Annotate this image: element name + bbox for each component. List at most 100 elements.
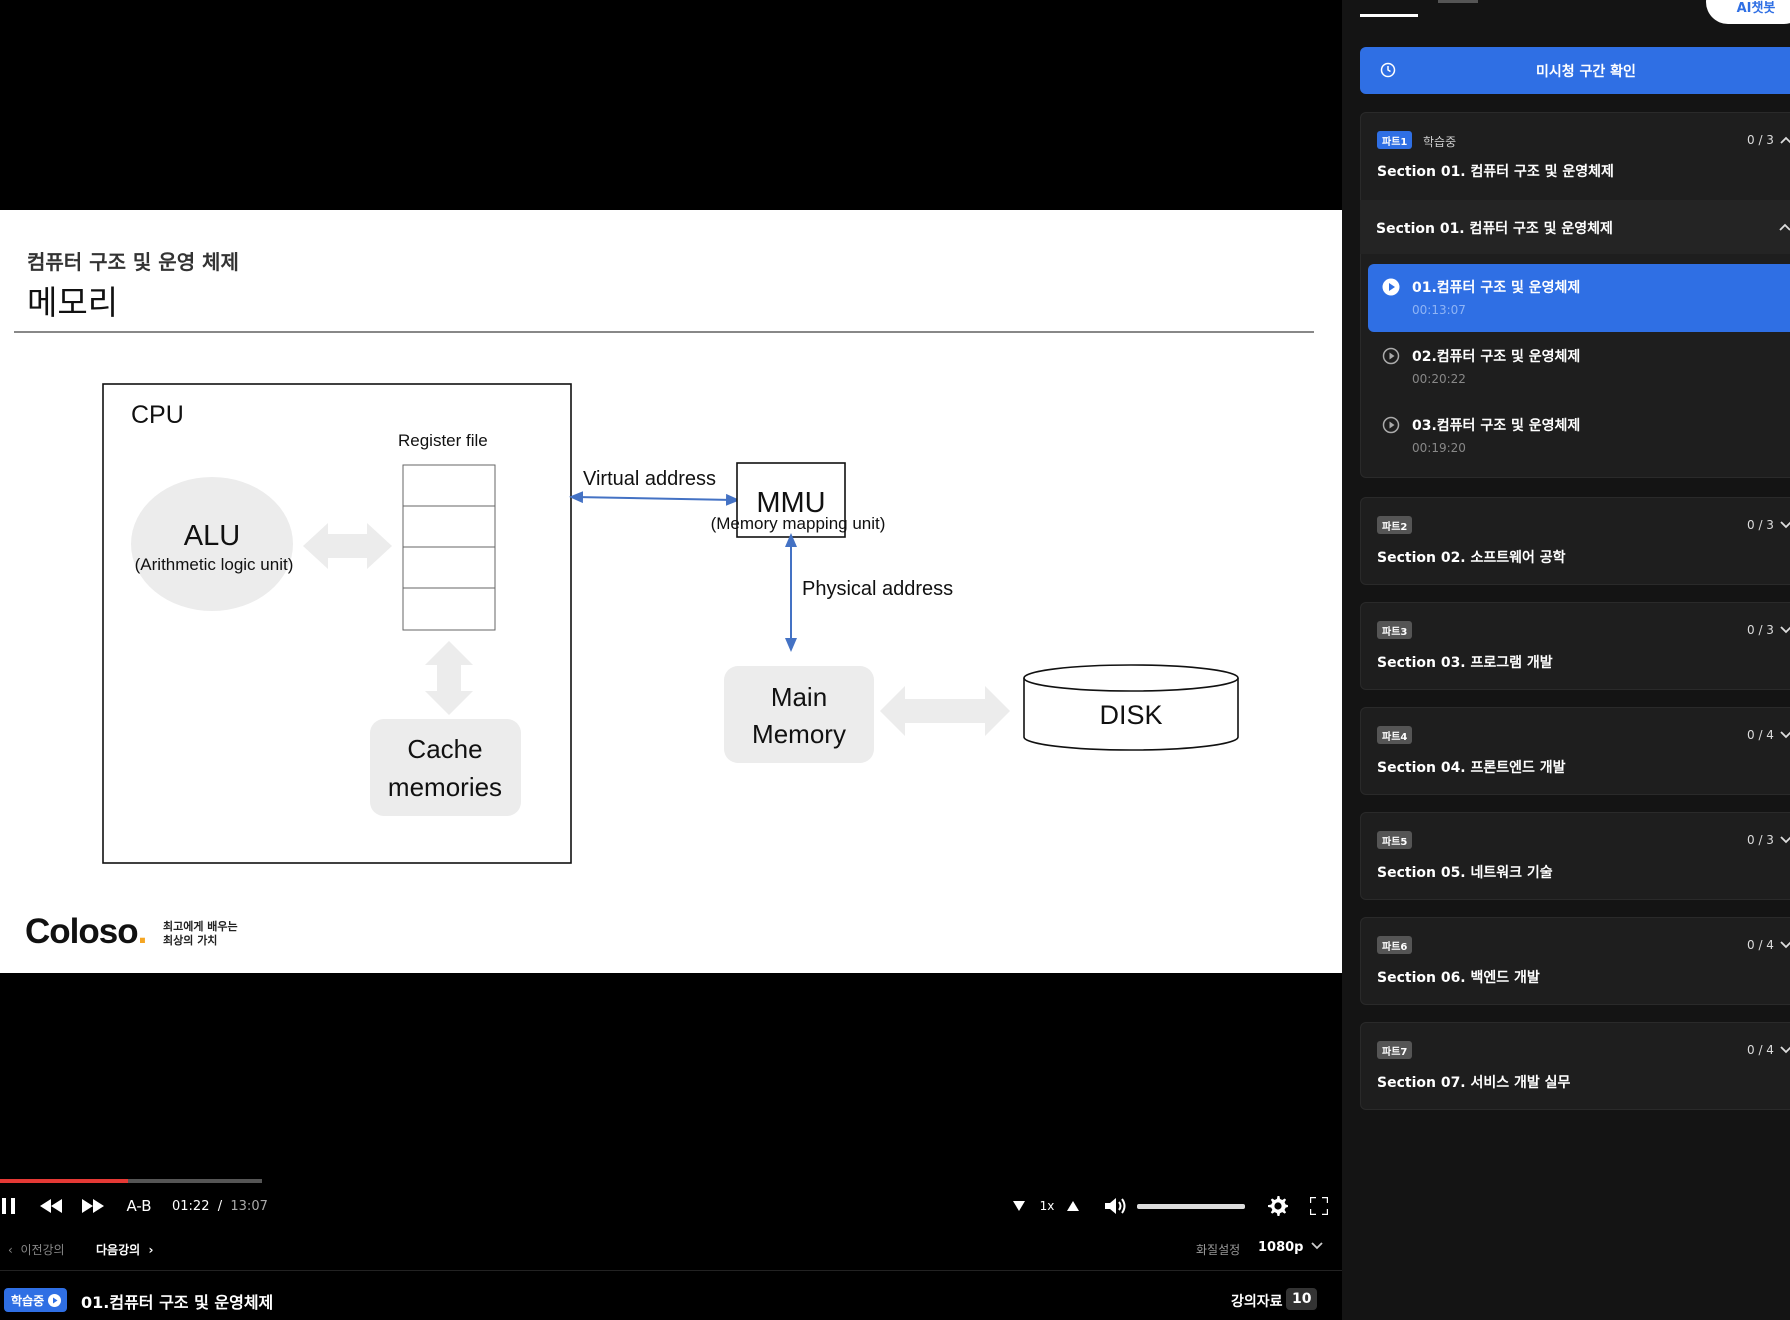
part-title: Section 05. 네트워크 기술	[1377, 865, 1553, 881]
quality-select[interactable]: 1080p	[1258, 1240, 1304, 1255]
fullscreen-button[interactable]	[1306, 1190, 1332, 1222]
part-card[interactable]: 파트7 0 / 4 Section 07. 서비스 개발 실무	[1360, 1022, 1790, 1110]
volume-button[interactable]	[1104, 1190, 1128, 1222]
materials-button[interactable]: 강의자료	[1231, 1294, 1283, 1310]
main-memory-label-1: Main	[771, 682, 827, 712]
chevron-down-icon[interactable]	[1779, 1043, 1790, 1057]
unwatched-check-button[interactable]: 미시청 구간 확인	[1360, 47, 1790, 94]
part-title: Section 03. 프로그램 개발	[1377, 655, 1553, 671]
chevron-down-icon[interactable]	[1779, 728, 1790, 742]
chevron-up-icon[interactable]	[1778, 220, 1790, 234]
speaker-icon	[1105, 1198, 1126, 1214]
materials-count: 10	[1286, 1288, 1318, 1310]
lesson-item[interactable]: 03.컴퓨터 구조 및 운영체제 00:19:20	[1368, 402, 1790, 470]
ai-chatbot-button[interactable]: AI챗봇	[1706, 0, 1790, 24]
triangle-down-icon	[1013, 1201, 1025, 1211]
lesson-duration: 00:20:22	[1412, 372, 1466, 386]
cache-label-1: Cache	[407, 734, 482, 764]
part-card[interactable]: 파트5 0 / 3 Section 05. 네트워크 기술	[1360, 812, 1790, 900]
ab-repeat-button[interactable]: A-B	[126, 1197, 152, 1215]
alu-register-arrow	[303, 523, 392, 569]
status-badge: 학습중	[4, 1288, 68, 1312]
progress-bar[interactable]	[0, 1179, 262, 1183]
main-memory-box	[724, 666, 874, 763]
chevron-down-icon[interactable]	[1779, 833, 1790, 847]
lecture-titlebar: 학습중 01.컴퓨터 구조 및 운영체제 강의자료 10	[0, 1278, 1342, 1320]
part-progress: 0 / 4	[1747, 1043, 1774, 1057]
cpu-box	[102, 383, 572, 864]
mmu-full-label: (Memory mapping unit)	[711, 514, 886, 533]
register-file	[402, 464, 496, 631]
speed-value: 1x	[1039, 1199, 1055, 1213]
cpu-label: CPU	[131, 401, 184, 429]
divider	[0, 1270, 1342, 1271]
speed-up-button[interactable]	[1064, 1190, 1082, 1222]
logo-tagline: 최고에게 배우는 최상의 가치	[163, 920, 238, 947]
slide-divider	[14, 331, 1314, 333]
part-progress: 0 / 4	[1747, 938, 1774, 952]
progress-fill	[0, 1179, 128, 1183]
part-card[interactable]: 파트3 0 / 3 Section 03. 프로그램 개발	[1360, 602, 1790, 690]
speed-down-button[interactable]	[1010, 1190, 1028, 1222]
pause-button[interactable]	[0, 1190, 20, 1222]
part-title: Section 07. 서비스 개발 실무	[1377, 1075, 1571, 1091]
part-card[interactable]: 파트2 0 / 3 Section 02. 소프트웨어 공학	[1360, 497, 1790, 585]
chevron-down-icon[interactable]	[1779, 623, 1790, 637]
part-status: 학습중	[1423, 135, 1457, 149]
lecture-nav: ‹ 이전강의 다음강의 › 화질설정 1080p	[0, 1234, 1342, 1264]
chevron-down-icon[interactable]	[1310, 1239, 1324, 1256]
alu-ellipse	[131, 477, 293, 611]
part-title: Section 01. 컴퓨터 구조 및 운영체제	[1377, 164, 1614, 180]
chevron-down-icon[interactable]	[1779, 938, 1790, 952]
settings-button[interactable]	[1266, 1190, 1290, 1222]
physical-address-label: Physical address	[802, 578, 953, 600]
mmu-label: MMU	[756, 487, 825, 519]
cache-box	[370, 719, 521, 816]
disk-cylinder	[1023, 664, 1239, 751]
prev-lecture-button[interactable]: ‹ 이전강의	[8, 1243, 65, 1257]
part-progress: 0 / 3	[1747, 623, 1774, 637]
pause-icon	[2, 1198, 15, 1214]
lesson-title: 03.컴퓨터 구조 및 운영체제	[1412, 418, 1581, 434]
part-badge: 파트7	[1377, 1041, 1413, 1059]
part-progress: 0 / 3	[1747, 833, 1774, 847]
tab-secondary[interactable]	[1438, 0, 1478, 3]
next-lecture-button[interactable]: 다음강의 ›	[96, 1243, 154, 1257]
gear-icon	[1268, 1196, 1288, 1216]
part-progress: 0 / 3	[1747, 518, 1774, 532]
part-title: Section 06. 백엔드 개발	[1377, 970, 1540, 986]
clock-icon	[1380, 62, 1396, 78]
cache-label-2: memories	[388, 772, 502, 802]
part-title: Section 02. 소프트웨어 공학	[1377, 550, 1566, 566]
part-badge: 파트1	[1377, 131, 1413, 149]
register-file-label: Register file	[398, 431, 488, 450]
volume-slider[interactable]	[1137, 1204, 1245, 1209]
lesson-duration: 00:13:07	[1412, 303, 1466, 317]
virtual-address-arrow	[569, 491, 740, 506]
mmu-box	[736, 462, 846, 538]
part-badge: 파트5	[1377, 831, 1413, 849]
part-badge: 파트6	[1377, 936, 1413, 954]
rewind-button[interactable]	[38, 1190, 64, 1222]
register-cache-arrow	[425, 641, 473, 715]
part-card[interactable]: 파트6 0 / 4 Section 06. 백엔드 개발	[1360, 917, 1790, 1005]
alu-label: ALU	[184, 520, 240, 552]
part-card[interactable]: 파트4 0 / 4 Section 04. 프론트엔드 개발	[1360, 707, 1790, 795]
play-circle-icon	[1382, 278, 1400, 296]
coloso-logo: Coloso.	[25, 912, 147, 951]
chevron-down-icon[interactable]	[1779, 518, 1790, 532]
virtual-address-label: Virtual address	[583, 468, 716, 490]
lesson-duration: 00:19:20	[1412, 441, 1466, 455]
chevron-up-icon[interactable]	[1779, 133, 1790, 147]
part-badge: 파트4	[1377, 726, 1413, 744]
disk-label: DISK	[1099, 700, 1162, 730]
lesson-title: 01.컴퓨터 구조 및 운영체제	[1412, 280, 1581, 296]
video-player[interactable]: 컴퓨터 구조 및 운영 체제 메모리 CPU Register file	[0, 0, 1342, 1320]
lesson-item[interactable]: 02.컴퓨터 구조 및 운영체제 00:20:22	[1368, 333, 1790, 401]
memory-diagram: CPU Register file ALU (Arithmetic logic …	[102, 383, 1239, 864]
player-controls: A-B 01:22 / 13:07 1x	[0, 1190, 1342, 1222]
part-progress: 0 / 4	[1747, 728, 1774, 742]
section-header[interactable]: Section 01. 컴퓨터 구조 및 운영체제	[1360, 200, 1790, 254]
lesson-item[interactable]: 01.컴퓨터 구조 및 운영체제 00:13:07	[1368, 264, 1790, 332]
forward-button[interactable]	[80, 1190, 106, 1222]
